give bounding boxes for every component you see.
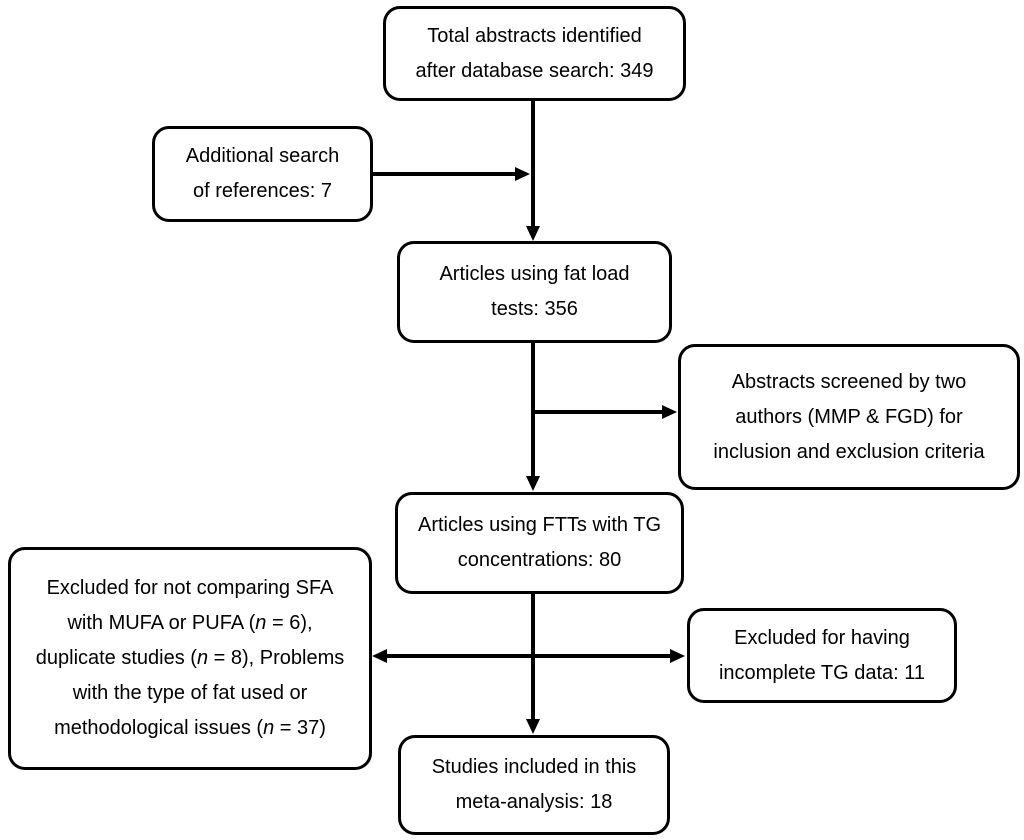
arrow-branch-to-abstracts-screened (533, 405, 677, 419)
text-line: Abstracts screened by two (731, 370, 967, 393)
box-excluded-sfa-comparison: Excluded for not comparing SFA with MUFA… (8, 547, 372, 770)
text-line: meta-analysis: 18 (455, 791, 613, 813)
text-line: authors (MMP & FGD) for (735, 405, 963, 428)
text-line: inclusion and exclusion criteria (713, 440, 985, 463)
box-abstracts-screened: Abstracts screened by two authors (MMP &… (678, 344, 1020, 490)
text-line: Additional search (185, 145, 340, 167)
arrow-database-to-fatload (526, 101, 540, 241)
text-line: concentrations: 80 (457, 549, 622, 571)
text-line: Total abstracts identified (427, 24, 642, 47)
text-line: duplicate studies (n = 8), Problems (35, 647, 345, 669)
arrow-exclusions-double-headed (372, 649, 685, 663)
box-studies-included: Studies included in this meta-analysis: … (398, 735, 670, 835)
text-line: of references: 7 (193, 180, 332, 202)
text-line: Studies included in this (431, 756, 637, 778)
text-line: Excluded for not comparing SFA (46, 577, 334, 599)
box-excluded-incomplete-tg: Excluded for having incomplete TG data: … (687, 608, 957, 703)
text-line: methodological issues (n = 37) (54, 717, 326, 739)
box-additional-search: Additional search of references: 7 (152, 126, 373, 222)
text-line: Excluded for having (734, 626, 910, 649)
text-line: with the type of fat used or (72, 682, 308, 704)
arrow-additional-search-to-fatload (373, 167, 530, 181)
text-line: Articles using fat load (439, 263, 630, 285)
box-ftts-tg-concentrations: Articles using FTTs with TG concentratio… (395, 492, 684, 594)
box-fat-load-tests: Articles using fat load tests: 356 (397, 241, 672, 343)
text-line: after database search: 349 (415, 59, 654, 82)
text-line: incomplete TG data: 11 (718, 661, 926, 684)
arrow-ftt-to-included (526, 594, 540, 734)
arrow-fatload-to-ftt (526, 343, 540, 491)
text-line: tests: 356 (491, 298, 578, 320)
text-line: Articles using FTTs with TG (417, 514, 662, 536)
text-line: with MUFA or PUFA (n = 6), (67, 612, 313, 634)
box-total-abstracts: Total abstracts identified after databas… (383, 6, 686, 101)
